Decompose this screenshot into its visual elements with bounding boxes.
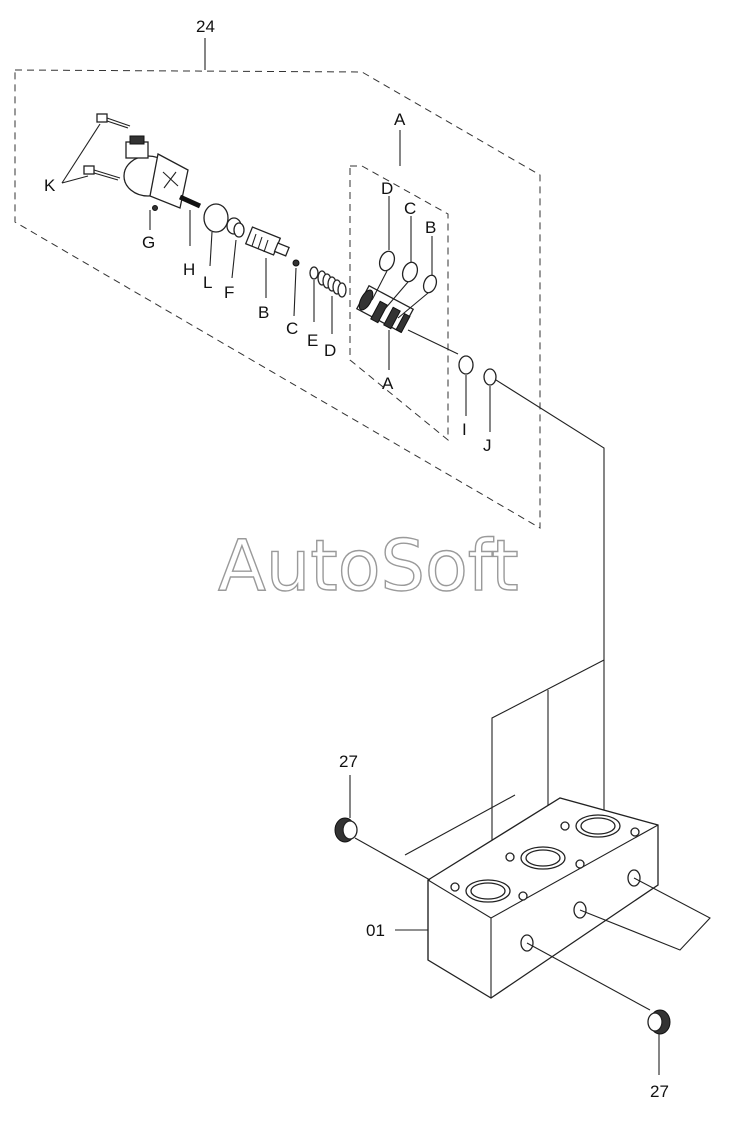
leader-k-upper [61,123,101,184]
spring-d [317,270,347,298]
callout-k: K [44,176,56,195]
assembly-24-boundary [14,38,541,529]
callout-24: 24 [196,17,215,36]
oring-d-right [378,250,396,272]
callout-c-left: C [286,319,298,338]
sleeve-a [355,284,459,355]
callout-h: H [183,260,195,279]
spool-b [244,226,290,257]
plug-i [458,355,474,375]
callout-f: F [224,283,234,302]
callout-c-right: C [404,199,416,218]
ball-c [292,259,300,267]
solenoid-g [123,135,189,211]
pin-h [178,194,202,209]
callout-g: G [142,233,155,252]
leader-l [209,231,213,267]
bolt-k-upper [96,113,131,129]
oring-c-right [401,261,419,283]
plug-27-lower [647,1009,671,1035]
ring-j [483,368,497,386]
plug-27-upper [334,817,431,881]
callout-d-left: D [324,341,336,360]
leader-k-lower [61,175,89,184]
clip-e [309,266,319,280]
callout-b-right: B [425,218,436,237]
oring-b-right [422,274,438,294]
callout-d-right: D [381,179,393,198]
callout-e: E [307,331,318,350]
leader-c-left [293,267,297,317]
callout-j: J [483,436,492,455]
callout-27-lower: 27 [650,1082,669,1101]
leader-f [231,239,237,279]
callout-27-upper: 27 [339,752,358,771]
callout-01: 01 [366,921,385,940]
manifold-block [404,794,711,1011]
washer-f [226,217,245,238]
callout-l: L [203,273,212,292]
bolt-k-lower [83,165,121,181]
subassembly-a-boundary [349,130,449,442]
callout-b-left: B [258,303,269,322]
oring-l [203,203,229,233]
callout-i: I [462,420,467,439]
watermark: AutoSoft [218,525,519,607]
callout-a-top: A [394,110,406,129]
callout-a-bottom: A [382,374,394,393]
